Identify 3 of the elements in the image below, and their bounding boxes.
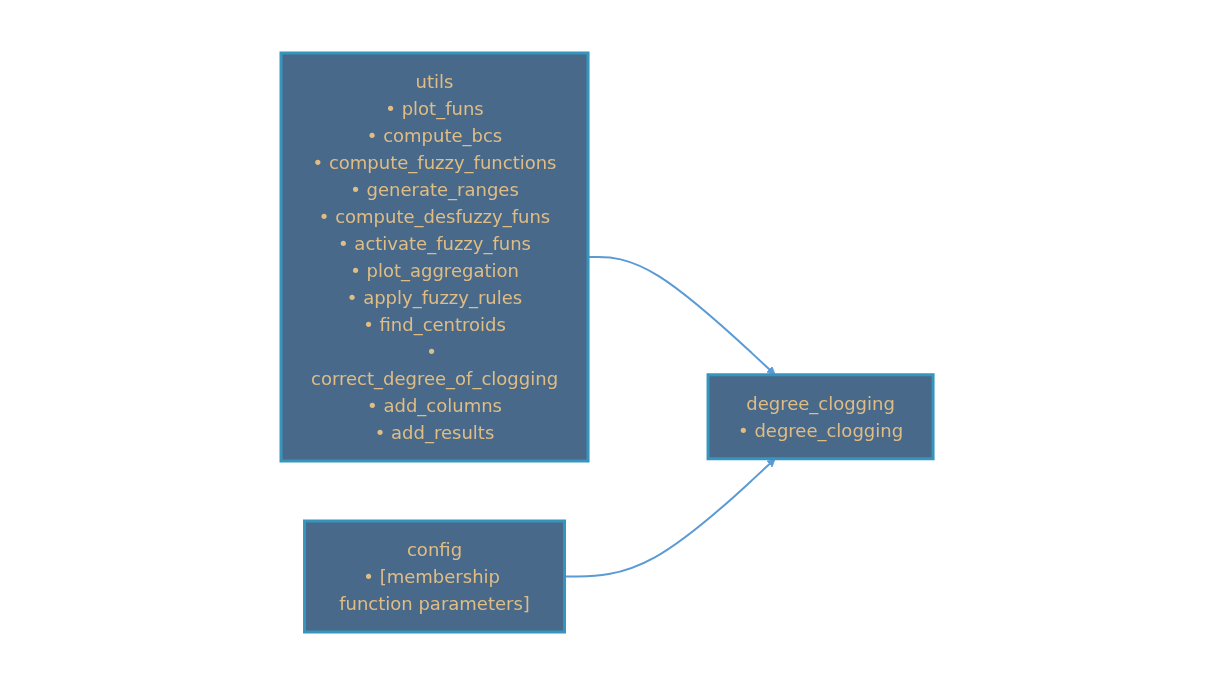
node-box: utils • plot_funs • compute_bcs • compute_fuzzy_functions • generate_ranges • compute_desfuzzy_funs • activate_fuzzy_funs • plot_aggregation • apply_fuzzy_rules • find_centroids • correct_degree_of_clogging • add_columns • add_results (279, 51, 590, 463)
node-box: degree_clogging • degree_clogging (706, 373, 935, 461)
node-box: config • [membership function parameters] (303, 519, 566, 634)
